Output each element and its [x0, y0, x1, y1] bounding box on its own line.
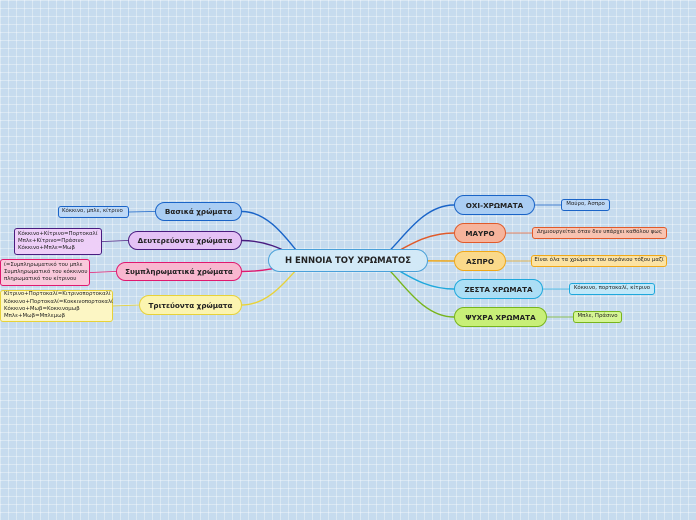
topic-left-4-label: Τριτεύοντα χρώματα: [148, 300, 233, 310]
note-right-2[interactable]: Δημιουργείται όταν δεν υπάρχει καθόλου φ…: [532, 227, 667, 239]
note-line: Κόκκινο, μπλε, κίτρινο: [62, 208, 123, 215]
note-right-1[interactable]: Μαύρο, Άσπρο: [561, 199, 610, 211]
note-connector: [89, 271, 117, 273]
note-line: Είναι όλα τα χρώματα του ουράνιου τόξου …: [534, 257, 664, 264]
note-line: Μαύρο, Άσπρο: [566, 201, 605, 208]
topic-left-1-label: Βασικά χρώματα: [164, 207, 233, 216]
topic-left-3-label: Συμπληρωματικά χρώματα: [125, 267, 233, 276]
note-line: Συμπληρωματικό του κόκκινου: [4, 268, 88, 275]
note-line: Κόκκινο+Κίτρινο=Πορτοκαλί: [18, 230, 98, 237]
note-line: Κόκκινο+Μπλε=Μωβ: [18, 245, 75, 252]
topic-right-4[interactable]: ΖΕΣΤΑ ΧΡΩΜΑΤΑ: [454, 279, 543, 299]
topic-right-3[interactable]: ΑΣΠΡΟ: [454, 251, 506, 271]
note-connector: [112, 304, 140, 307]
note-connector: [128, 211, 156, 213]
central-topic-label: Η ΕΝΝΟΙΑ ΤΟΥ ΧΡΩΜΑΤΟΣ: [284, 255, 412, 266]
note-line: Μπλε+Μωβ=Μπλεμωβ: [4, 313, 66, 320]
note-right-5[interactable]: Μπλε, Πράσινο: [573, 311, 622, 323]
topic-right-4-label: ΖΕΣΤΑ ΧΡΩΜΑΤΑ: [464, 284, 533, 294]
note-line: Κόκκινο+Πορτοκαλί=Κοκκινοπορτοκαλί: [4, 298, 113, 305]
topic-right-5-label: ΨΥΧΡΑ ΧΡΩΜΑΤΑ: [465, 312, 536, 322]
topic-left-4[interactable]: Τριτεύοντα χρώματα: [139, 295, 242, 315]
note-line: Κίτρινο+Πορτοκαλί=Κιτρινοπορτοκαλί: [4, 291, 111, 298]
topic-right-2-label: ΜΑΥΡΟ: [465, 228, 495, 238]
note-line: Κόκκινο+Μωβ=Κοκκινομωβ: [4, 306, 80, 312]
topic-left-2[interactable]: Δευτερεύοντα χρώματα: [128, 231, 242, 250]
topic-right-1[interactable]: ΟΧΙ-ΧΡΩΜΑΤΑ: [454, 195, 535, 215]
note-line: Δημιουργείται όταν δεν υπάρχει καθόλου φ…: [536, 229, 662, 236]
topic-right-2[interactable]: ΜΑΥΡΟ: [454, 223, 506, 243]
note-right-4[interactable]: Κόκκινο, πορτοκαλί, κίτρινο: [569, 283, 655, 295]
topic-right-3-label: ΑΣΠΡΟ: [466, 256, 494, 266]
note-line: ί=Συμπληρωματικό του μπλε: [4, 261, 83, 268]
topic-left-3[interactable]: Συμπληρωματικά χρώματα: [116, 262, 242, 281]
topic-left-2-label: Δευτερεύοντα χρώματα: [137, 236, 233, 245]
note-left-1[interactable]: Κόκκινο, μπλε, κίτρινο: [58, 206, 129, 218]
note-line: Μπλε+Κίτρινο=Πράσινο: [18, 237, 84, 244]
note-right-3[interactable]: Είναι όλα τα χρώματα του ουράνιου τόξου …: [531, 255, 667, 267]
topic-right-1-label: ΟΧΙ-ΧΡΩΜΑΤΑ: [465, 200, 524, 210]
topic-right-5[interactable]: ΨΥΧΡΑ ΧΡΩΜΑΤΑ: [454, 307, 547, 327]
note-line: πληρωματικό του κίτρινου: [4, 276, 77, 283]
topic-left-1[interactable]: Βασικά χρώματα: [155, 202, 242, 221]
central-topic[interactable]: Η ΕΝΝΟΙΑ ΤΟΥ ΧΡΩΜΑΤΟΣ: [268, 249, 428, 272]
note-connector: [101, 240, 129, 242]
note-line: Μπλε, Πράσινο: [577, 313, 618, 320]
note-line: Κόκκινο, πορτοκαλί, κίτρινο: [573, 285, 651, 292]
